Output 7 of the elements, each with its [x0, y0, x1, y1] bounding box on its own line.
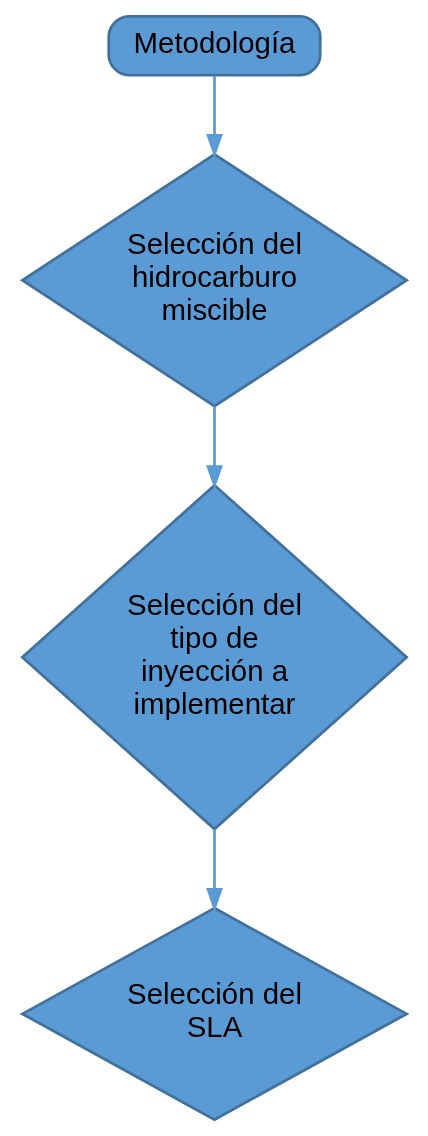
node-box: Metodología: [106, 15, 322, 77]
arrow: [205, 75, 223, 159]
node-diamond: Selección del SLA: [19, 906, 409, 1122]
node-diamond: Selección del tipo de inyección a implementar: [19, 483, 409, 831]
arrow: [205, 406, 223, 490]
arrow: [205, 829, 223, 912]
node-diamond: Selección del hidrocarburo miscible: [19, 152, 409, 408]
